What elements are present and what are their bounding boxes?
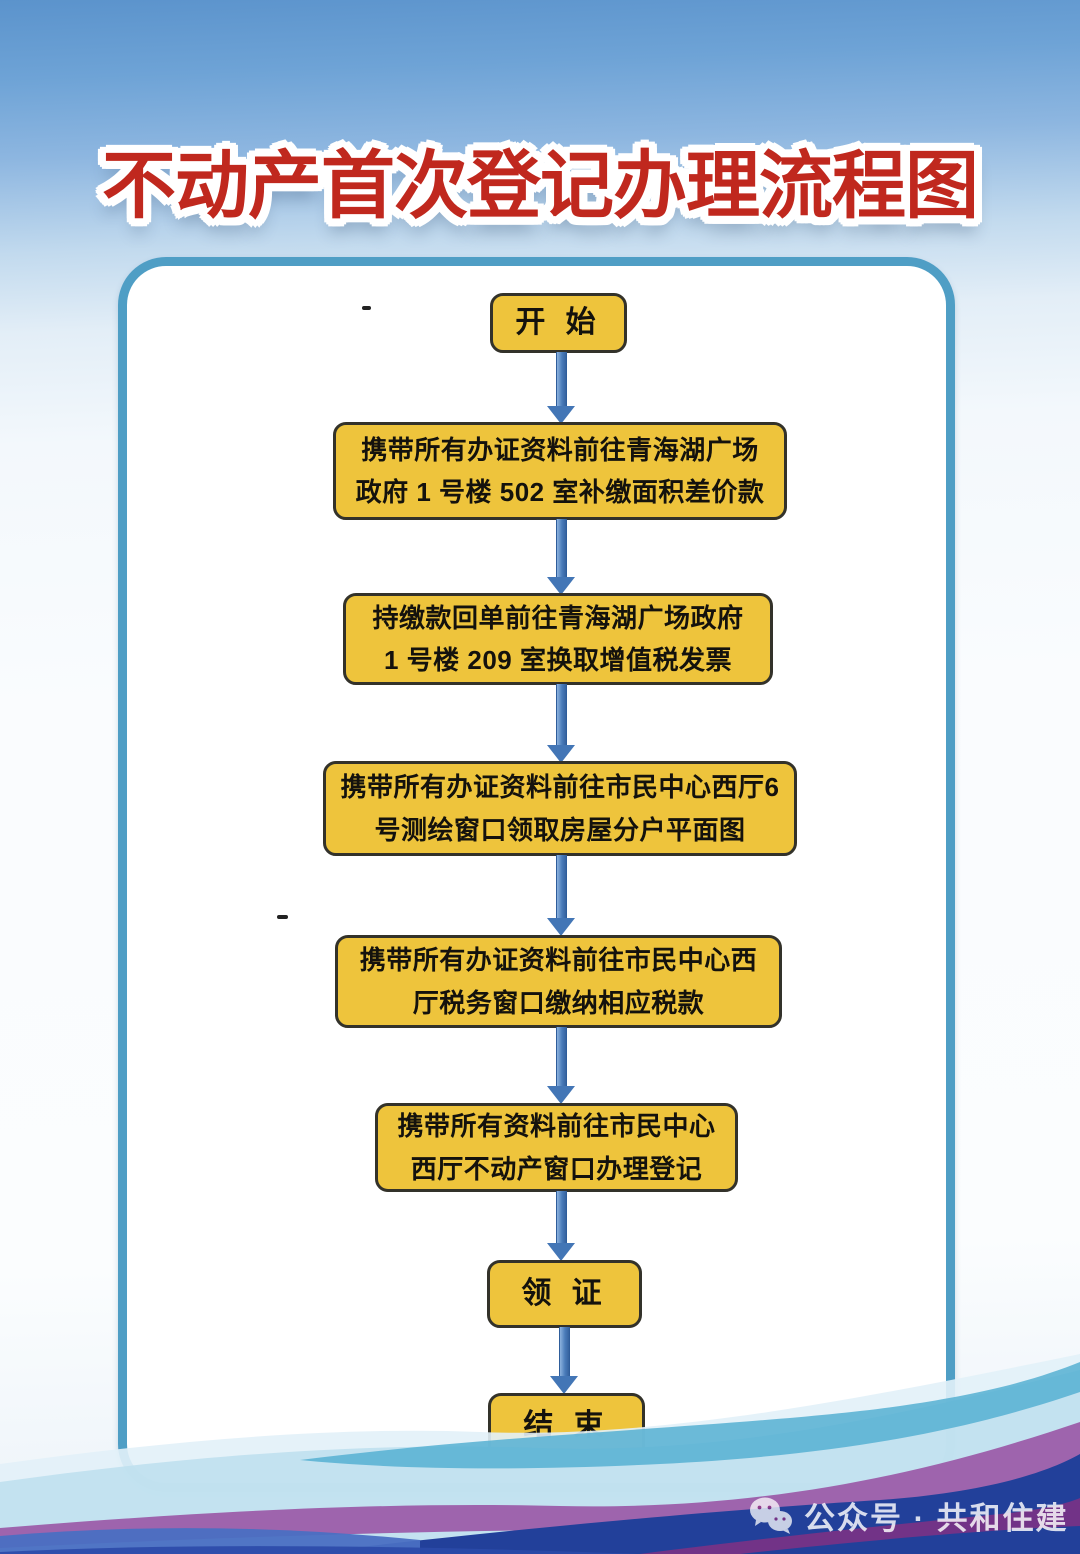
watermark-text: 公众号 · 共和住建 <box>804 1500 1069 1536</box>
flow-node-label-line: 厅税务窗口缴纳相应税款 <box>412 987 705 1018</box>
arrow-stem <box>558 1327 570 1377</box>
arrow-stem <box>555 855 567 919</box>
flow-arrow <box>547 1191 575 1261</box>
flow-arrow <box>547 684 575 763</box>
arrow-head-icon <box>547 1243 575 1261</box>
arrow-stem <box>555 519 567 578</box>
page-title-text: 不动产首次登记办理流程图 <box>102 144 979 227</box>
flow-node-receive-certificate: 领 证 <box>487 1260 642 1328</box>
arrow-stem <box>555 684 567 746</box>
arrow-stem <box>555 1027 567 1087</box>
flow-arrow <box>547 1027 575 1104</box>
flow-node-label-line: 政府 1 号楼 502 室补缴面积差价款 <box>355 477 765 507</box>
flow-node-label-line: 1 号楼 209 室换取增值税发票 <box>383 645 732 675</box>
flow-node-pay-taxes: 携带所有办证资料前往市民中心西 厅税务窗口缴纳相应税款 <box>335 935 782 1028</box>
arrow-stem <box>555 1191 567 1244</box>
ink-speck <box>277 915 288 919</box>
flow-node-label-line: 携带所有资料前往市民中心 <box>397 1111 716 1142</box>
flow-node-label-line: 携带所有办证资料前往青海湖广场 <box>361 434 759 465</box>
background-waves <box>0 1354 1080 1554</box>
arrow-head-icon <box>547 406 575 424</box>
flow-node-label-line: 西厅不动产窗口办理登记 <box>410 1153 703 1184</box>
flow-node-label-line: 持缴款回单前往青海湖广场政府 <box>372 602 744 633</box>
flow-node-pay-area-price-difference: 携带所有办证资料前往青海湖广场 政府 1 号楼 502 室补缴面积差价款 <box>333 422 787 520</box>
flow-arrow <box>547 352 575 424</box>
arrow-head-icon <box>547 1086 575 1104</box>
arrow-head-icon <box>547 577 575 595</box>
flow-node-get-household-floor-plan: 携带所有办证资料前往市民中心西厅6 号测绘窗口领取房屋分户平面图 <box>323 761 797 856</box>
flow-node-label: 开 始 <box>515 305 602 339</box>
flow-node-label-line: 携带所有办证资料前往市民中心西 <box>359 945 758 976</box>
flow-node-register-at-realty-window: 携带所有资料前往市民中心 西厅不动产窗口办理登记 <box>375 1103 738 1192</box>
watermark: 公众号 · 共和住建 <box>748 1490 1068 1540</box>
arrow-head-icon <box>547 918 575 936</box>
page-title: 不动产首次登记办理流程图 不动产首次登记办理流程图 <box>0 126 1080 232</box>
arrow-head-icon <box>550 1376 578 1394</box>
flow-arrow <box>547 855 575 936</box>
flow-arrow <box>547 519 575 595</box>
flow-node-label-line: 携带所有办证资料前往市民中心西厅6 <box>340 772 780 803</box>
flow-node-label-line: 号测绘窗口领取房屋分户平面图 <box>374 814 746 845</box>
flow-node-label: 领 证 <box>521 1276 608 1310</box>
flow-arrow <box>550 1327 578 1394</box>
flow-node-start: 开 始 <box>490 293 627 353</box>
flow-node-exchange-vat-invoice: 持缴款回单前往青海湖广场政府 1 号楼 209 室换取增值税发票 <box>343 593 773 685</box>
arrow-head-icon <box>547 745 575 763</box>
page-title-outline: 不动产首次登记办理流程图 <box>97 139 984 232</box>
arrow-stem <box>555 352 567 407</box>
ink-speck <box>362 306 371 310</box>
wechat-icon <box>750 1497 792 1534</box>
